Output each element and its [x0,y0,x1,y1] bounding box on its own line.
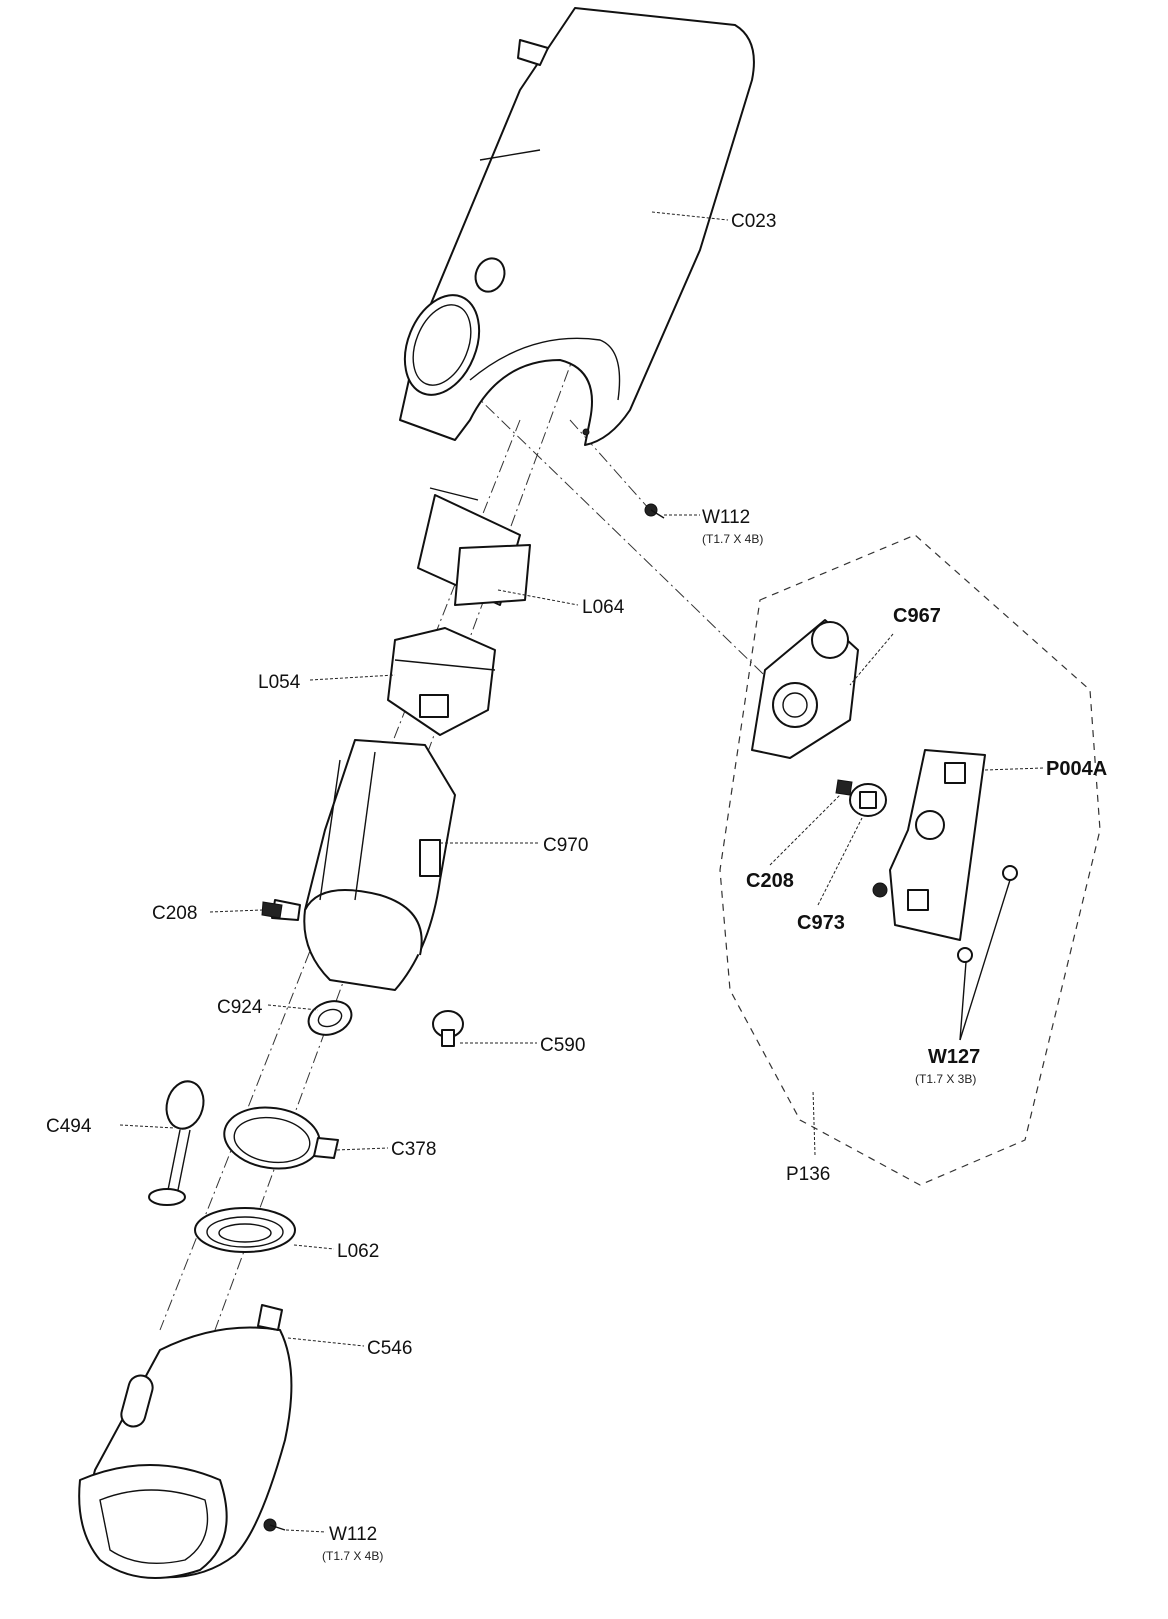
label-w127-spec: (T1.7 X 3B) [915,1072,976,1086]
label-c546: C546 [367,1338,412,1359]
c973-part [849,783,887,817]
p004a-board [872,749,986,941]
label-c378: C378 [391,1139,436,1160]
label-w112-bottom-spec: (T1.7 X 4B) [322,1549,383,1563]
label-l054: L054 [258,672,301,693]
label-p136: P136 [786,1164,830,1185]
p136-group-outline [719,534,1101,1186]
c208-left-clip [261,901,283,919]
c546-front-housing [78,1304,293,1579]
label-c208-left: C208 [152,903,197,924]
label-c023: C023 [731,211,776,232]
label-w127: W127 [928,1046,980,1068]
c970-part [271,739,456,991]
c378-ring [223,1106,339,1170]
label-c973: C973 [797,912,845,934]
leader-lines [119,211,1044,1533]
label-l062: L062 [337,1241,379,1262]
w112-bottom-screw [263,1518,286,1532]
label-w112-bottom: W112 [329,1524,377,1545]
c590-part [432,1010,464,1047]
c023-top-housing [399,7,755,446]
label-c208-right: C208 [746,870,794,892]
l054-part [387,627,496,736]
label-c970: C970 [543,835,588,856]
label-p004a: P004A [1046,758,1107,780]
l062-lens [194,1207,296,1253]
label-l064: L064 [582,597,625,618]
label-c967: C967 [893,605,941,627]
c494-part [148,1080,205,1206]
label-w112-top-spec: (T1.7 X 4B) [702,532,763,546]
label-c590: C590 [540,1035,585,1056]
c208-right-clip [835,779,853,796]
w112-top-screw [644,503,665,519]
label-w112-top: W112 [702,507,750,528]
c967-part [751,619,859,759]
l064-part [417,487,531,606]
label-c494: C494 [46,1116,92,1137]
c924-part [307,1000,353,1036]
part-labels: C023 W112 (T1.7 X 4B) L064 L054 C970 C20… [46,211,1107,1563]
label-c924: C924 [217,997,263,1018]
